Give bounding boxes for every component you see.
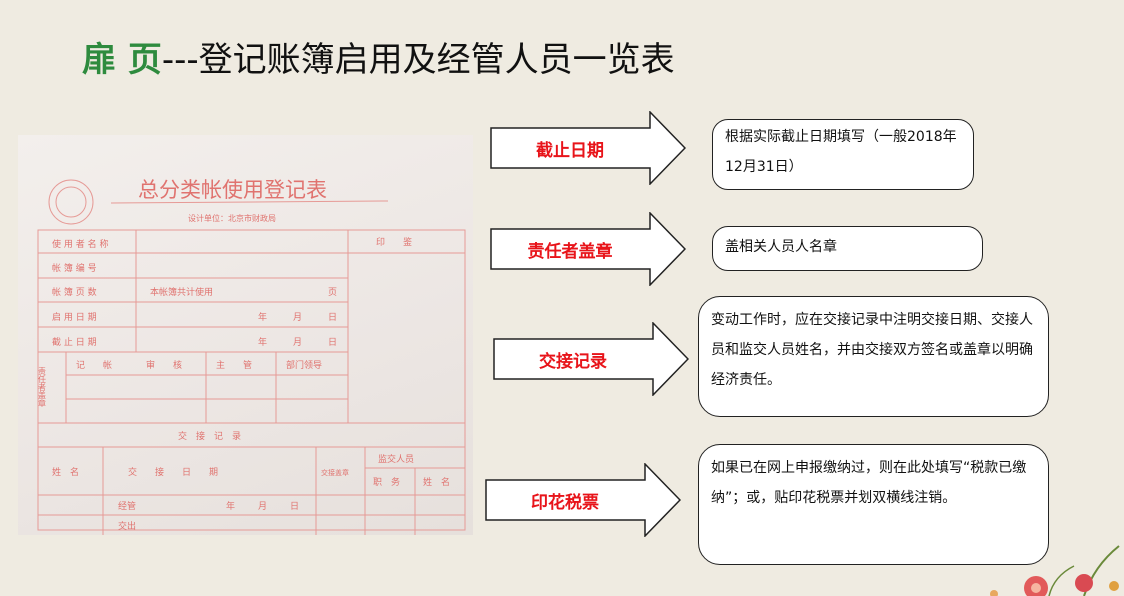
note-handover-record: 变动工作时，应在交接记录中注明交接日期、交接人员和监交人员姓名，并由交接双方签名… <box>698 296 1049 417</box>
resp-col: 主 管 <box>216 359 252 371</box>
form-title: 总分类帐使用登记表 <box>138 178 327 202</box>
row-label: 帐 簿 编 号 <box>52 262 97 274</box>
month-label: 月 <box>258 501 267 512</box>
resp-col: 审 核 <box>146 359 182 371</box>
year-label: 年 <box>258 311 267 323</box>
title-text: ---登记账簿启用及经管人员一览表 <box>161 40 675 80</box>
arrow-stamp-tax: 印花税票 <box>485 462 682 538</box>
day-label: 日 <box>290 501 299 512</box>
handover-title: 交 接 记 录 <box>178 430 241 442</box>
handover-row: 交出 <box>118 520 136 532</box>
arrow-end-date: 截止日期 <box>490 110 687 186</box>
right-arrow-icon <box>485 462 682 538</box>
handover-col: 监交人员 <box>378 453 414 465</box>
right-arrow-icon <box>490 110 687 186</box>
row-label: 使 用 者 名 称 <box>52 238 108 250</box>
right-arrow-icon <box>490 211 687 287</box>
resp-col: 记 帐 <box>76 359 112 371</box>
arrow-label: 责任者盖章 <box>527 242 613 262</box>
note-end-date: 根据实际截止日期填写（一般2018年12月31日） <box>712 119 974 190</box>
arrow-label: 截止日期 <box>536 141 604 161</box>
arrow-label: 交接记录 <box>539 352 607 372</box>
day-label: 日 <box>328 337 337 348</box>
row-label: 截 止 日 期 <box>52 336 97 348</box>
flower-decoration <box>990 545 1120 596</box>
page-unit: 页 <box>328 287 337 298</box>
resp-col: 部门领导 <box>286 359 322 371</box>
note-stamp-tax: 如果已在网上申报缴纳过，则在此处填写“税款已缴纳”；或，贴印花税票并划双横线注销… <box>698 444 1049 565</box>
title-accent: 扉 页 <box>82 40 162 80</box>
day-label: 日 <box>328 312 337 323</box>
arrow-label: 印花税票 <box>531 493 599 513</box>
handover-col: 交接盖章 <box>321 468 349 477</box>
form-subtitle: 设计单位：北京市财政局 <box>188 213 276 223</box>
stamp-icon <box>48 179 94 225</box>
seal-header: 印 鉴 <box>376 236 412 248</box>
year-label: 年 <box>258 336 267 348</box>
handover-col: 姓 名 <box>423 476 450 488</box>
ledger-form-photo: 总分类帐使用登记表 设计单位：北京市财政局 印 鉴 使 用 者 名 称 帐 簿 … <box>18 135 473 535</box>
month-label: 月 <box>293 337 302 348</box>
month-label: 月 <box>293 312 302 323</box>
note-responsible-seal: 盖相关人员人名章 <box>712 226 983 271</box>
right-arrow-icon <box>493 321 690 397</box>
handover-col: 姓 名 <box>52 466 79 478</box>
row-label: 启 用 日 期 <box>52 311 97 323</box>
handover-col: 职 务 <box>373 476 400 488</box>
arrow-responsible-seal: 责任者盖章 <box>490 211 687 287</box>
row-label: 帐 簿 页 数 <box>52 286 97 298</box>
slide-title: 扉 页---登记账簿启用及经管人员一览表 <box>82 32 675 81</box>
year-label: 年 <box>226 500 235 512</box>
pages-text: 本帐簿共计使用 <box>150 286 213 298</box>
arrow-handover-record: 交接记录 <box>493 321 690 397</box>
handover-col: 交 接 日 期 <box>128 466 218 478</box>
resp-label: 责任者盖章 <box>38 366 47 407</box>
handover-row: 经管 <box>118 500 136 512</box>
